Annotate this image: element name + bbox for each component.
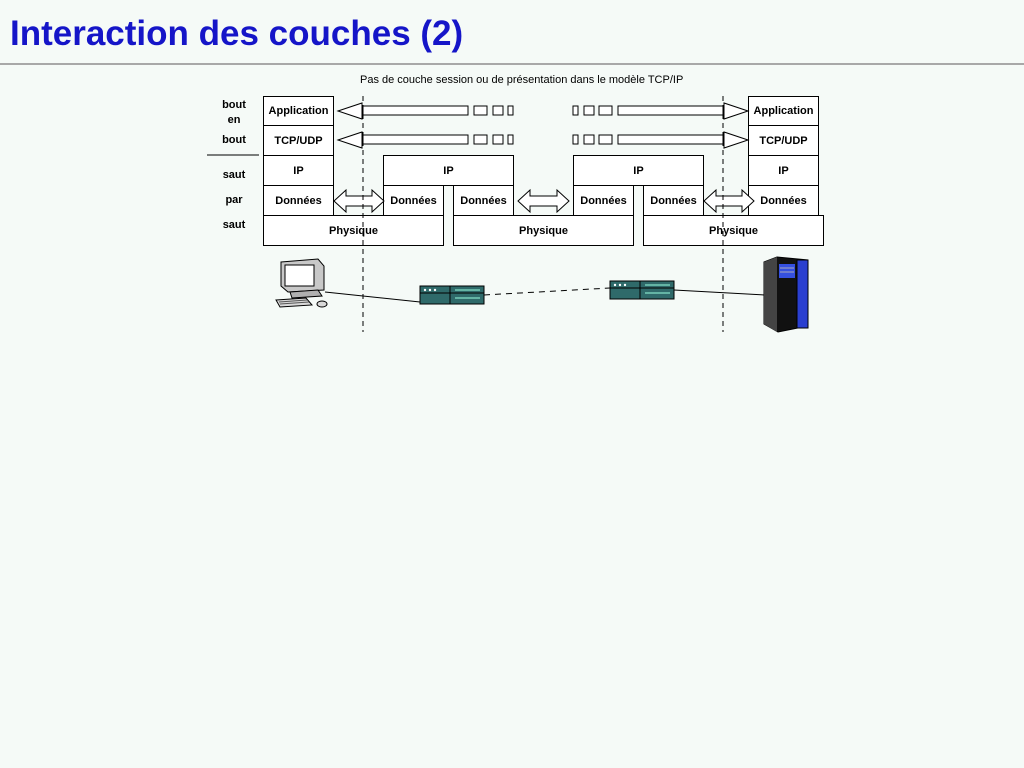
left-ip-box: IP [263, 155, 334, 186]
hop-arrow-3 [703, 188, 755, 214]
desktop-computer-icon [275, 258, 328, 308]
left-tcp-udp-box: TCP/UDP [263, 125, 334, 156]
right-ip-box: IP [748, 155, 819, 186]
hop-arrow-1 [333, 188, 385, 214]
application-arrow [336, 102, 750, 120]
side-label-en: en [227, 114, 241, 126]
diagram-caption: Pas de couche session ou de présentation… [360, 74, 684, 86]
hop-arrow-2 [517, 188, 570, 214]
side-label-bout-2: bout [222, 134, 246, 146]
router2-ip-box: IP [573, 155, 704, 186]
router1-data-box-left: Données [383, 185, 444, 216]
side-label-saut-2: saut [222, 219, 246, 231]
right-application-box: Application [748, 96, 819, 126]
left-data-box: Données [263, 185, 334, 216]
side-label-par: par [225, 194, 243, 206]
router1-ip-box: IP [383, 155, 514, 186]
router-1-icon [419, 285, 485, 305]
link-computer-router1 [324, 291, 421, 303]
side-label-saut-1: saut [222, 169, 246, 181]
router2-data-box-left: Données [573, 185, 634, 216]
physical-box-2: Physique [453, 215, 634, 246]
physical-box-3: Physique [643, 215, 824, 246]
transport-arrow [336, 131, 750, 149]
physical-box-1: Physique [263, 215, 444, 246]
slide-title: Interaction des couches (2) [10, 14, 464, 53]
side-label-bout-1: bout [222, 99, 246, 111]
title-divider [0, 63, 1024, 65]
left-application-box: Application [263, 96, 334, 126]
router-2-icon [609, 280, 675, 300]
link-router2-server [673, 289, 766, 296]
right-tcp-udp-box: TCP/UDP [748, 125, 819, 156]
server-tower-icon [763, 256, 809, 333]
link-router1-router2 [483, 287, 611, 296]
